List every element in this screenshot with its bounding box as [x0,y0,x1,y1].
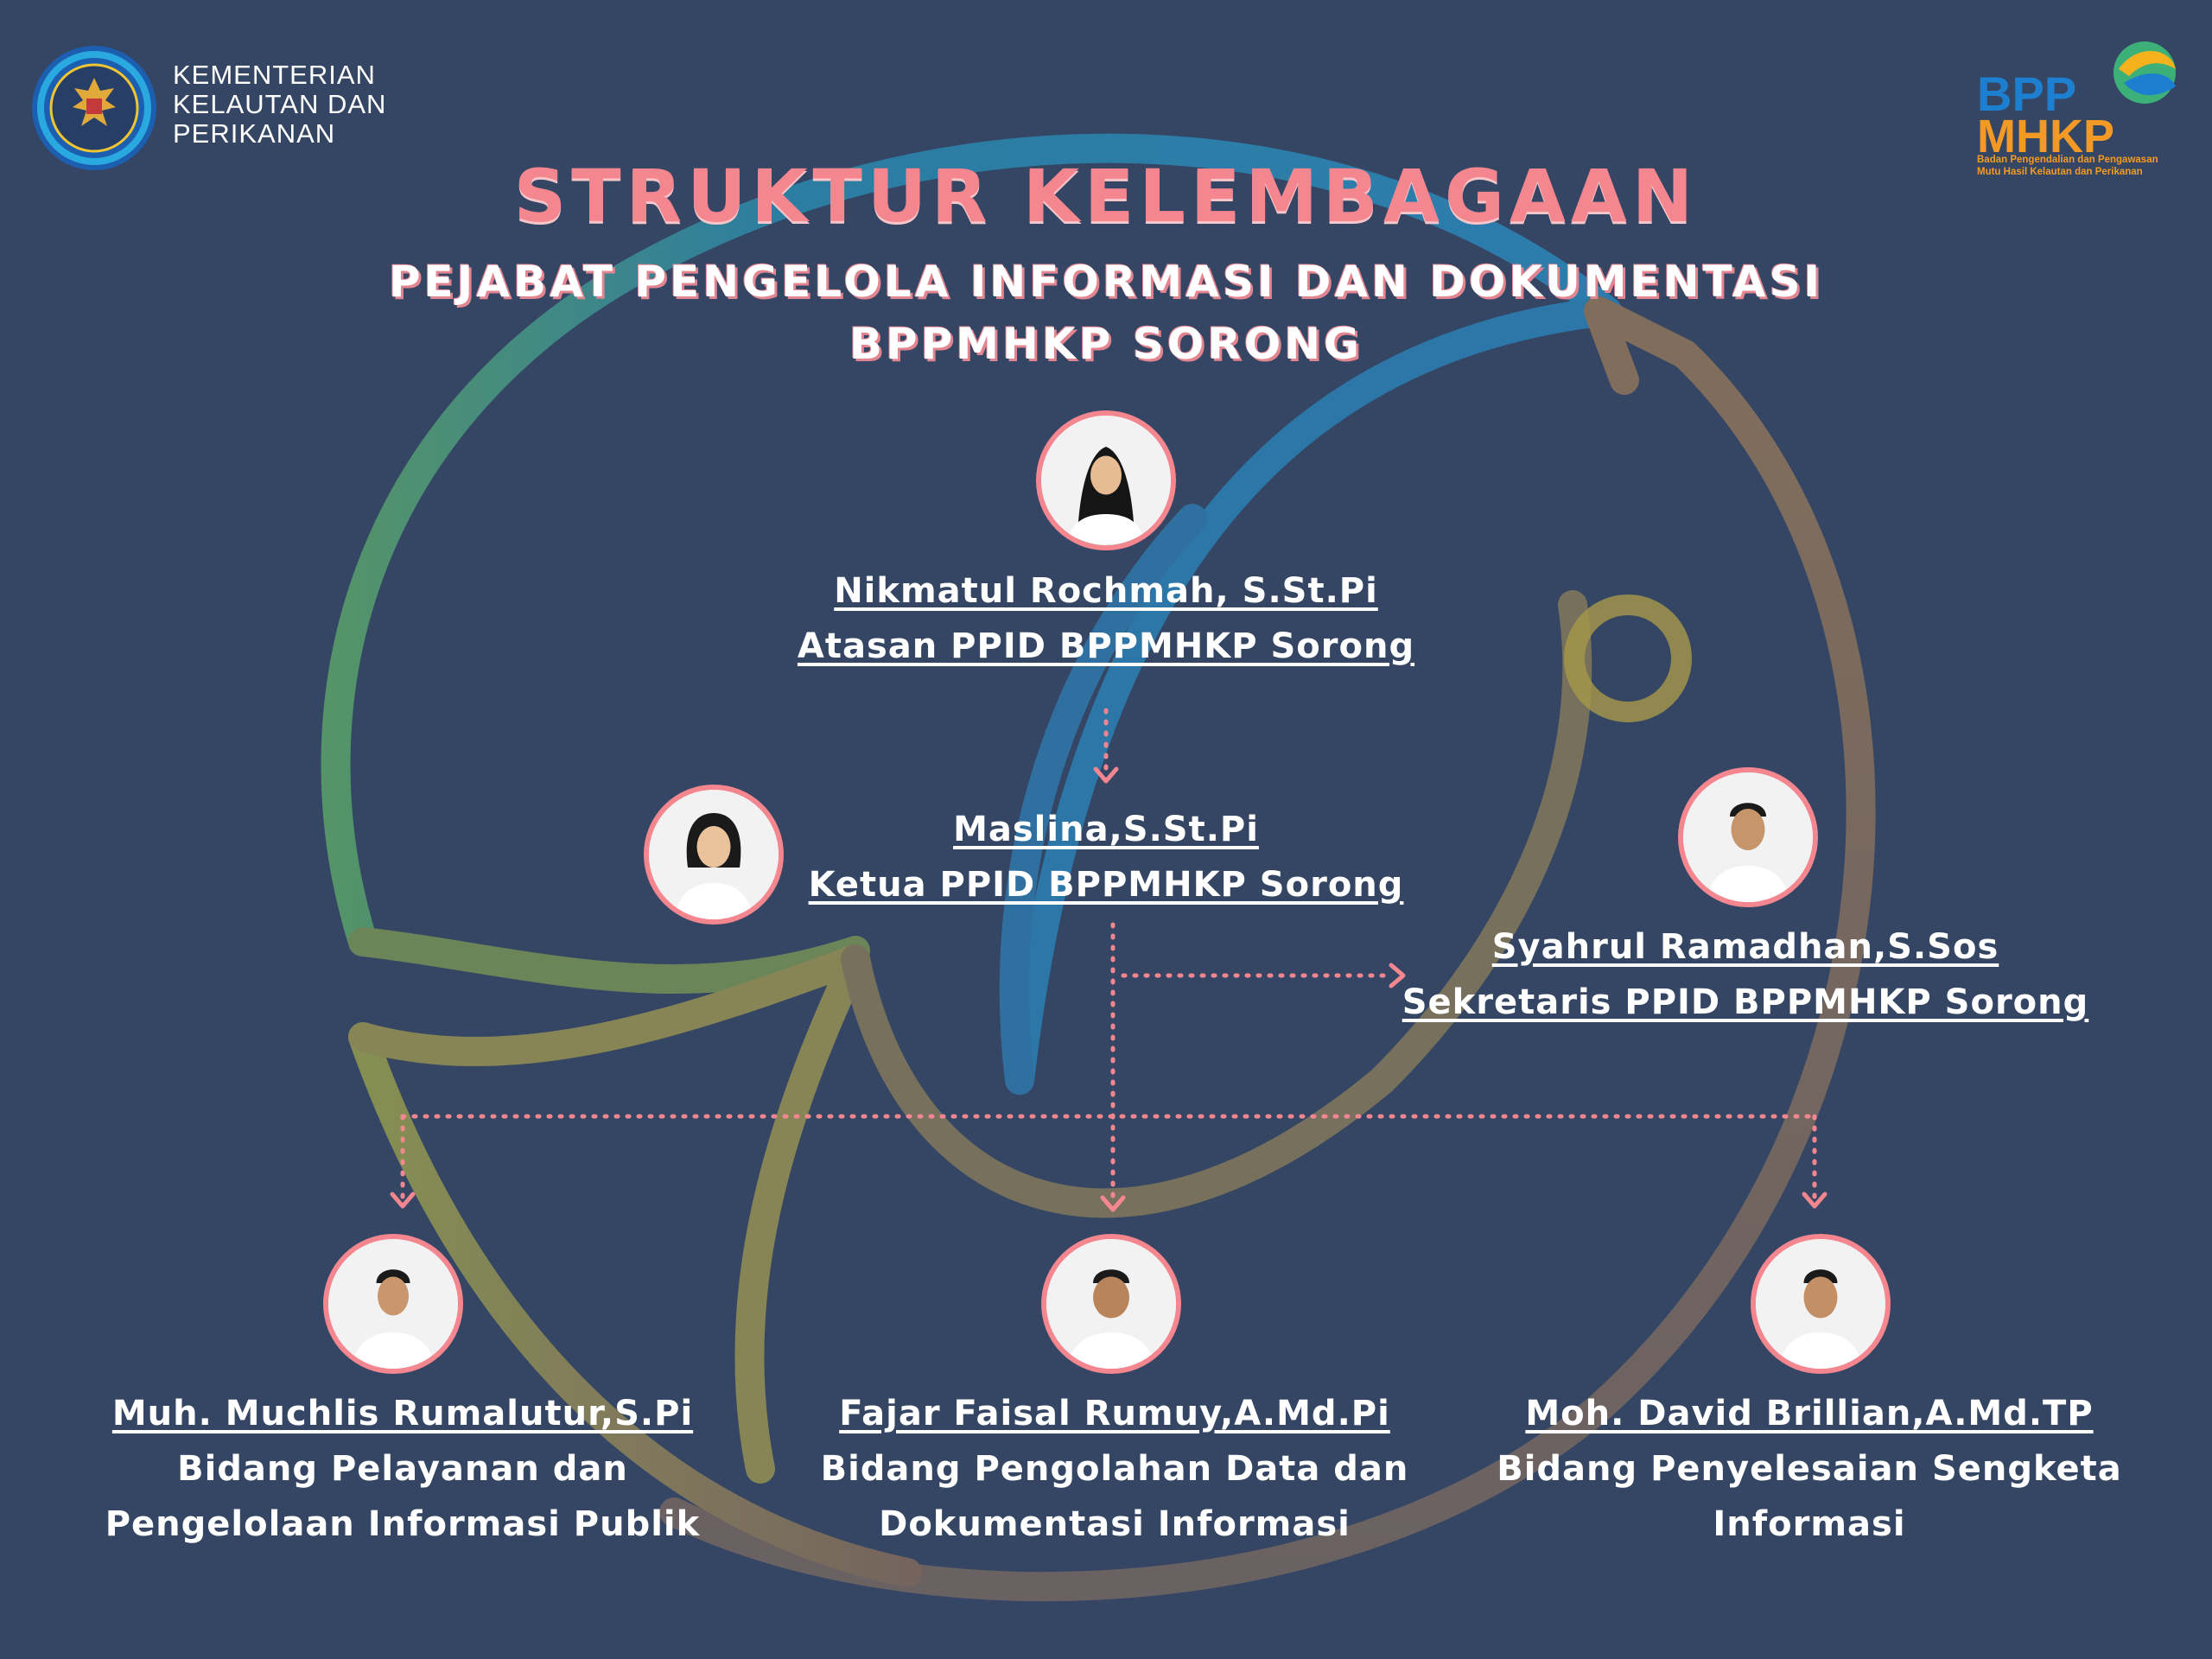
pelayanan-avatar [323,1234,463,1374]
sengketa-role-line: Bidang Penyelesaian Sengketa [1497,1449,2122,1489]
page-subtitle-line: BPPMHKP SORONG [849,319,1363,369]
woman-avatar-icon [649,790,779,919]
ministry-name-line: PERIKANAN [173,118,336,149]
arrow-head-sengketa [1802,1192,1827,1209]
arrow-head-sekretaris [1389,963,1406,988]
sengketa-avatar [1751,1234,1891,1374]
arrow-head-pelayanan [390,1192,416,1209]
man-avatar-icon [328,1239,458,1369]
ministry-name-line: KELAUTAN DAN [173,89,387,119]
pengolahan-name: Fajar Faisal Rumuy,A.Md.Pi [839,1394,1390,1433]
atasan-name: Nikmatul Rochmah, S.St.Pi [834,571,1378,611]
ketua-avatar [644,785,784,925]
bppmhkp-caption: Badan Pengendalian dan Pengawasan Mutu H… [1977,154,2193,178]
sekretaris-avatar [1678,767,1818,907]
ketua-node: Maslina,S.St.Pi Ketua PPID BPPMHKP Soron… [760,802,1452,912]
pengolahan-avatar [1041,1234,1181,1374]
sekretaris-role: Sekretaris PPID BPPMHKP Sorong [1402,982,2089,1022]
atasan-node: Nikmatul Rochmah, S.St.Pi Atasan PPID BP… [760,563,1452,674]
bppmhkp-caption-line: Badan Pengendalian dan Pengawasan [1977,155,2158,165]
bppmhkp-caption-line: Mutu Hasil Kelautan dan Perikanan [1977,167,2143,177]
man-avatar-icon [1683,772,1813,902]
sengketa-node: Moh. David Brillian,A.Md.TP Bidang Penye… [1464,1386,2155,1552]
sekretaris-name: Syahrul Ramadhan,S.Sos [1491,927,1999,967]
ministry-name: KEMENTERIAN KELAUTAN DAN PERIKANAN [173,60,386,149]
ministry-name-line: KEMENTERIAN [173,60,376,90]
bppmhkp-logo-text-bpp: BPP [1977,67,2076,121]
sekretaris-node: Syahrul Ramadhan,S.Sos Sekretaris PPID B… [1400,919,2091,1030]
arrow-head-ketua [1093,766,1119,784]
pengolahan-role-line: Dokumentasi Informasi [879,1504,1351,1544]
bppmhkp-logo: BPP MHKP [1977,41,2176,162]
sengketa-name: Moh. David Brillian,A.Md.TP [1525,1394,2094,1433]
page-subtitle: PEJABAT PENGELOLA INFORMASI DAN DOKUMENT… [0,251,2212,375]
pelayanan-node: Muh. Muchlis Rumalutur,S.Pi Bidang Pelay… [57,1386,748,1552]
arrow-head-pengolahan [1100,1195,1126,1212]
pengolahan-node: Fajar Faisal Rumuy,A.Md.Pi Bidang Pengol… [769,1386,1460,1552]
pelayanan-role-line: Pengelolaan Informasi Publik [105,1504,701,1544]
atasan-role: Atasan PPID BPPMHKP Sorong [797,626,1415,666]
ketua-name: Maslina,S.St.Pi [953,810,1259,849]
page-subtitle-line: PEJABAT PENGELOLA INFORMASI DAN DOKUMENT… [388,257,1824,307]
sengketa-role-line: Informasi [1713,1504,1906,1544]
page-title: STRUKTUR KELEMBAGAAN [513,154,1699,238]
pengolahan-role-line: Bidang Pengolahan Data dan [820,1449,1409,1489]
man-avatar-icon [1756,1239,1885,1369]
pelayanan-name: Muh. Muchlis Rumalutur,S.Pi [111,1394,694,1433]
hijab-woman-avatar-icon [1041,416,1171,545]
ministry-emblem-logo [32,46,156,170]
atasan-avatar [1036,410,1176,550]
ketua-role: Ketua PPID BPPMHKP Sorong [808,865,1404,905]
man-avatar-icon [1046,1239,1176,1369]
pelayanan-role-line: Bidang Pelayanan dan [177,1449,628,1489]
bppmhkp-logo-text-mhkp: MHKP [1977,111,2114,162]
